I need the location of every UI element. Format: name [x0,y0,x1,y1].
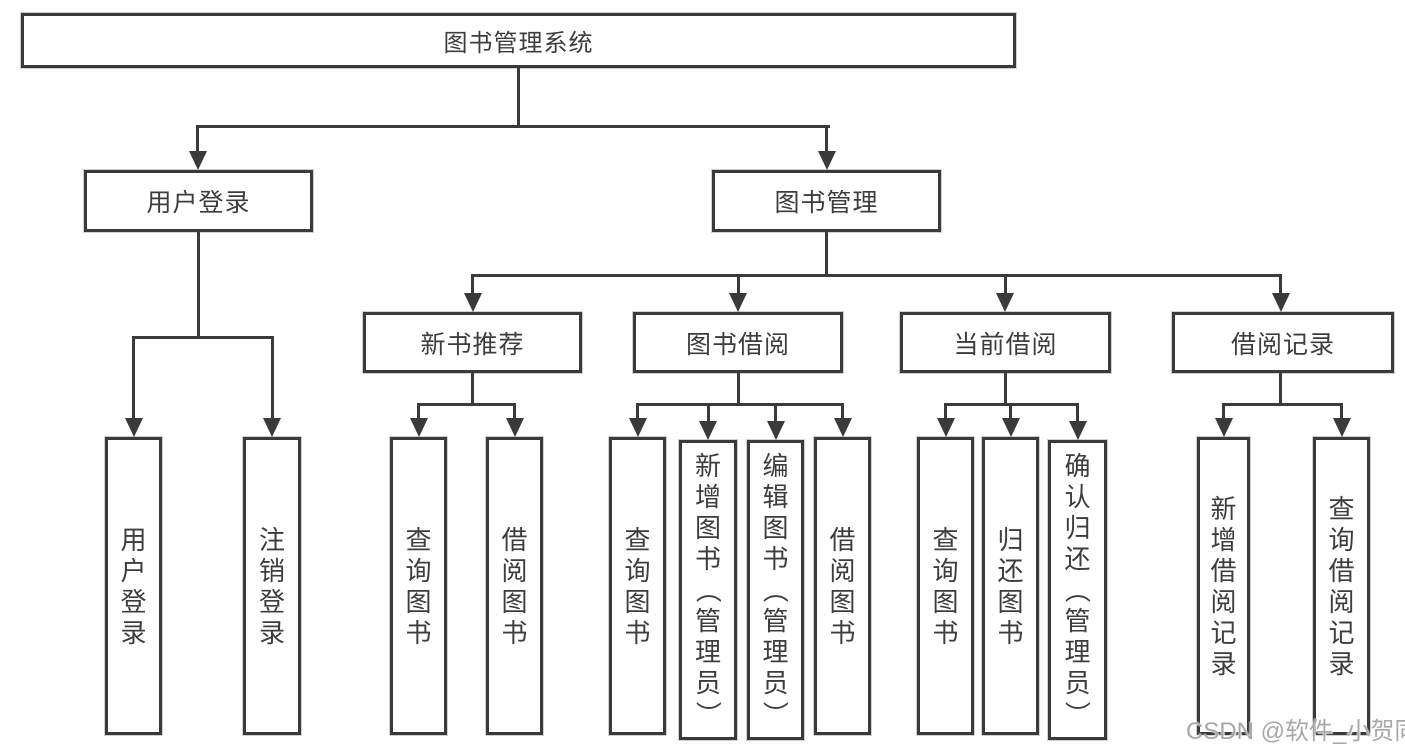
arrow-down-icon [125,418,143,437]
node-borrow-records: 借阅记录 [1172,312,1394,373]
node-book-borrow-label: 图书借阅 [685,330,790,359]
arrow-down-icon [996,293,1014,312]
arrow-down-icon [937,418,955,437]
connector-leaf-drop [417,403,420,418]
leaf-recommend-borrow-books: 借阅图书 [486,437,543,735]
connector-borrow-stem [737,373,740,403]
connector-to-book-borrow [737,274,740,293]
connector-book-management-stem [825,232,828,274]
connector-recommend-rail [417,403,516,406]
connector-current-stem [1004,373,1007,403]
node-root-label: 图书管理系统 [443,30,594,57]
arrow-down-icon [410,418,428,437]
leaf-borrow-books-label: 借阅图书 [829,524,856,648]
node-user-login: 用户登录 [84,170,313,232]
arrow-down-icon [1002,418,1020,437]
leaf-edit-books-admin: 编辑图书（管理员） [747,440,804,740]
connector-leaf-drop [1009,403,1012,418]
connector-leaf-drop [1076,403,1079,421]
leaf-add-books-admin: 新增图书（管理员） [679,440,737,740]
arrow-down-icon [1215,418,1233,437]
node-book-borrow: 图书借阅 [633,312,843,373]
connector-records-stem [1279,373,1282,403]
leaf-borrow-query-books: 查询图书 [609,437,666,735]
arrow-down-icon [818,151,836,170]
connector-to-leaf-logout [271,336,274,418]
connector-level1-rail [196,125,830,128]
leaf-user-login: 用户登录 [105,437,162,735]
leaf-confirm-return-admin: 确认归还（管理员） [1048,440,1107,740]
connector-to-current-borrow [1004,274,1007,293]
connector-root-stem [517,68,520,125]
leaf-recommend-query-books-label: 查询图书 [405,524,432,648]
node-book-management: 图书管理 [712,170,941,232]
connector-records-rail [1222,403,1342,406]
leaf-confirm-return-admin-label: 确认归还（管理员） [1062,451,1093,728]
arrow-down-icon [1333,418,1351,437]
arrow-down-icon [699,421,717,440]
connector-to-new-book-recommend [471,274,474,293]
arrow-down-icon [1272,293,1290,312]
arrow-down-icon [629,418,647,437]
connector-leaf-drop [636,403,639,418]
connector-leaf-drop [1340,403,1343,418]
leaf-edit-books-admin-label: 编辑图书（管理员） [760,451,791,728]
leaf-current-query-books: 查询图书 [917,437,974,735]
connector-leaf-drop [841,403,844,418]
connector-level2-rail [471,274,1282,277]
node-root: 图书管理系统 [21,13,1016,68]
arrow-down-icon [189,151,207,170]
node-new-book-recommend-label: 新书推荐 [420,330,525,359]
node-book-management-label: 图书管理 [774,189,879,217]
leaf-logout-login: 注销登录 [243,437,301,735]
leaf-return-books: 归还图书 [982,437,1039,735]
connector-to-user-login [196,125,199,151]
connector-leaf-drop [944,403,947,418]
leaf-add-books-admin-label: 新增图书（管理员） [692,451,723,728]
arrow-down-icon [464,293,482,312]
arrow-down-icon [1069,421,1087,440]
connector-recommend-stem [471,373,474,403]
connector-leaf-drop [707,403,710,421]
leaf-recommend-borrow-books-label: 借阅图书 [501,524,528,648]
leaf-user-login-label: 用户登录 [120,524,147,648]
connector-to-book-management [825,125,828,151]
leaf-return-books-label: 归还图书 [997,524,1024,648]
connector-leaf-drop [1222,403,1225,418]
arrow-down-icon [729,293,747,312]
arrow-down-icon [767,421,785,440]
node-user-login-label: 用户登录 [146,189,251,217]
connector-to-leaf-user-login [132,336,135,418]
leaf-query-borrow-record: 查询借阅记录 [1313,437,1370,735]
leaf-logout-login-label: 注销登录 [258,524,285,648]
leaf-recommend-query-books: 查询图书 [390,437,447,735]
leaf-borrow-query-books-label: 查询图书 [624,524,651,648]
connector-leaf-drop [513,403,516,418]
leaf-current-query-books-label: 查询图书 [932,524,959,648]
leaf-query-borrow-record-label: 查询借阅记录 [1328,493,1355,679]
arrow-down-icon [263,418,281,437]
node-current-borrow-label: 当前借阅 [953,330,1058,359]
connector-borrow-rail [636,403,843,406]
arrow-down-icon [506,418,524,437]
node-borrow-records-label: 借阅记录 [1230,330,1335,359]
connector-to-borrow-records [1279,274,1282,293]
node-new-book-recommend: 新书推荐 [363,312,582,373]
leaf-add-borrow-record: 新增借阅记录 [1197,437,1250,735]
arrow-down-icon [834,418,852,437]
watermark: CSDN @软件_小贺同学 [1186,718,1405,745]
leaf-borrow-books: 借阅图书 [814,437,871,735]
connector-user-login-rail [132,336,274,339]
node-current-borrow: 当前借阅 [900,312,1111,373]
connector-user-login-stem [197,232,200,336]
connector-leaf-drop [774,403,777,421]
leaf-add-borrow-record-label: 新增借阅记录 [1210,493,1237,679]
